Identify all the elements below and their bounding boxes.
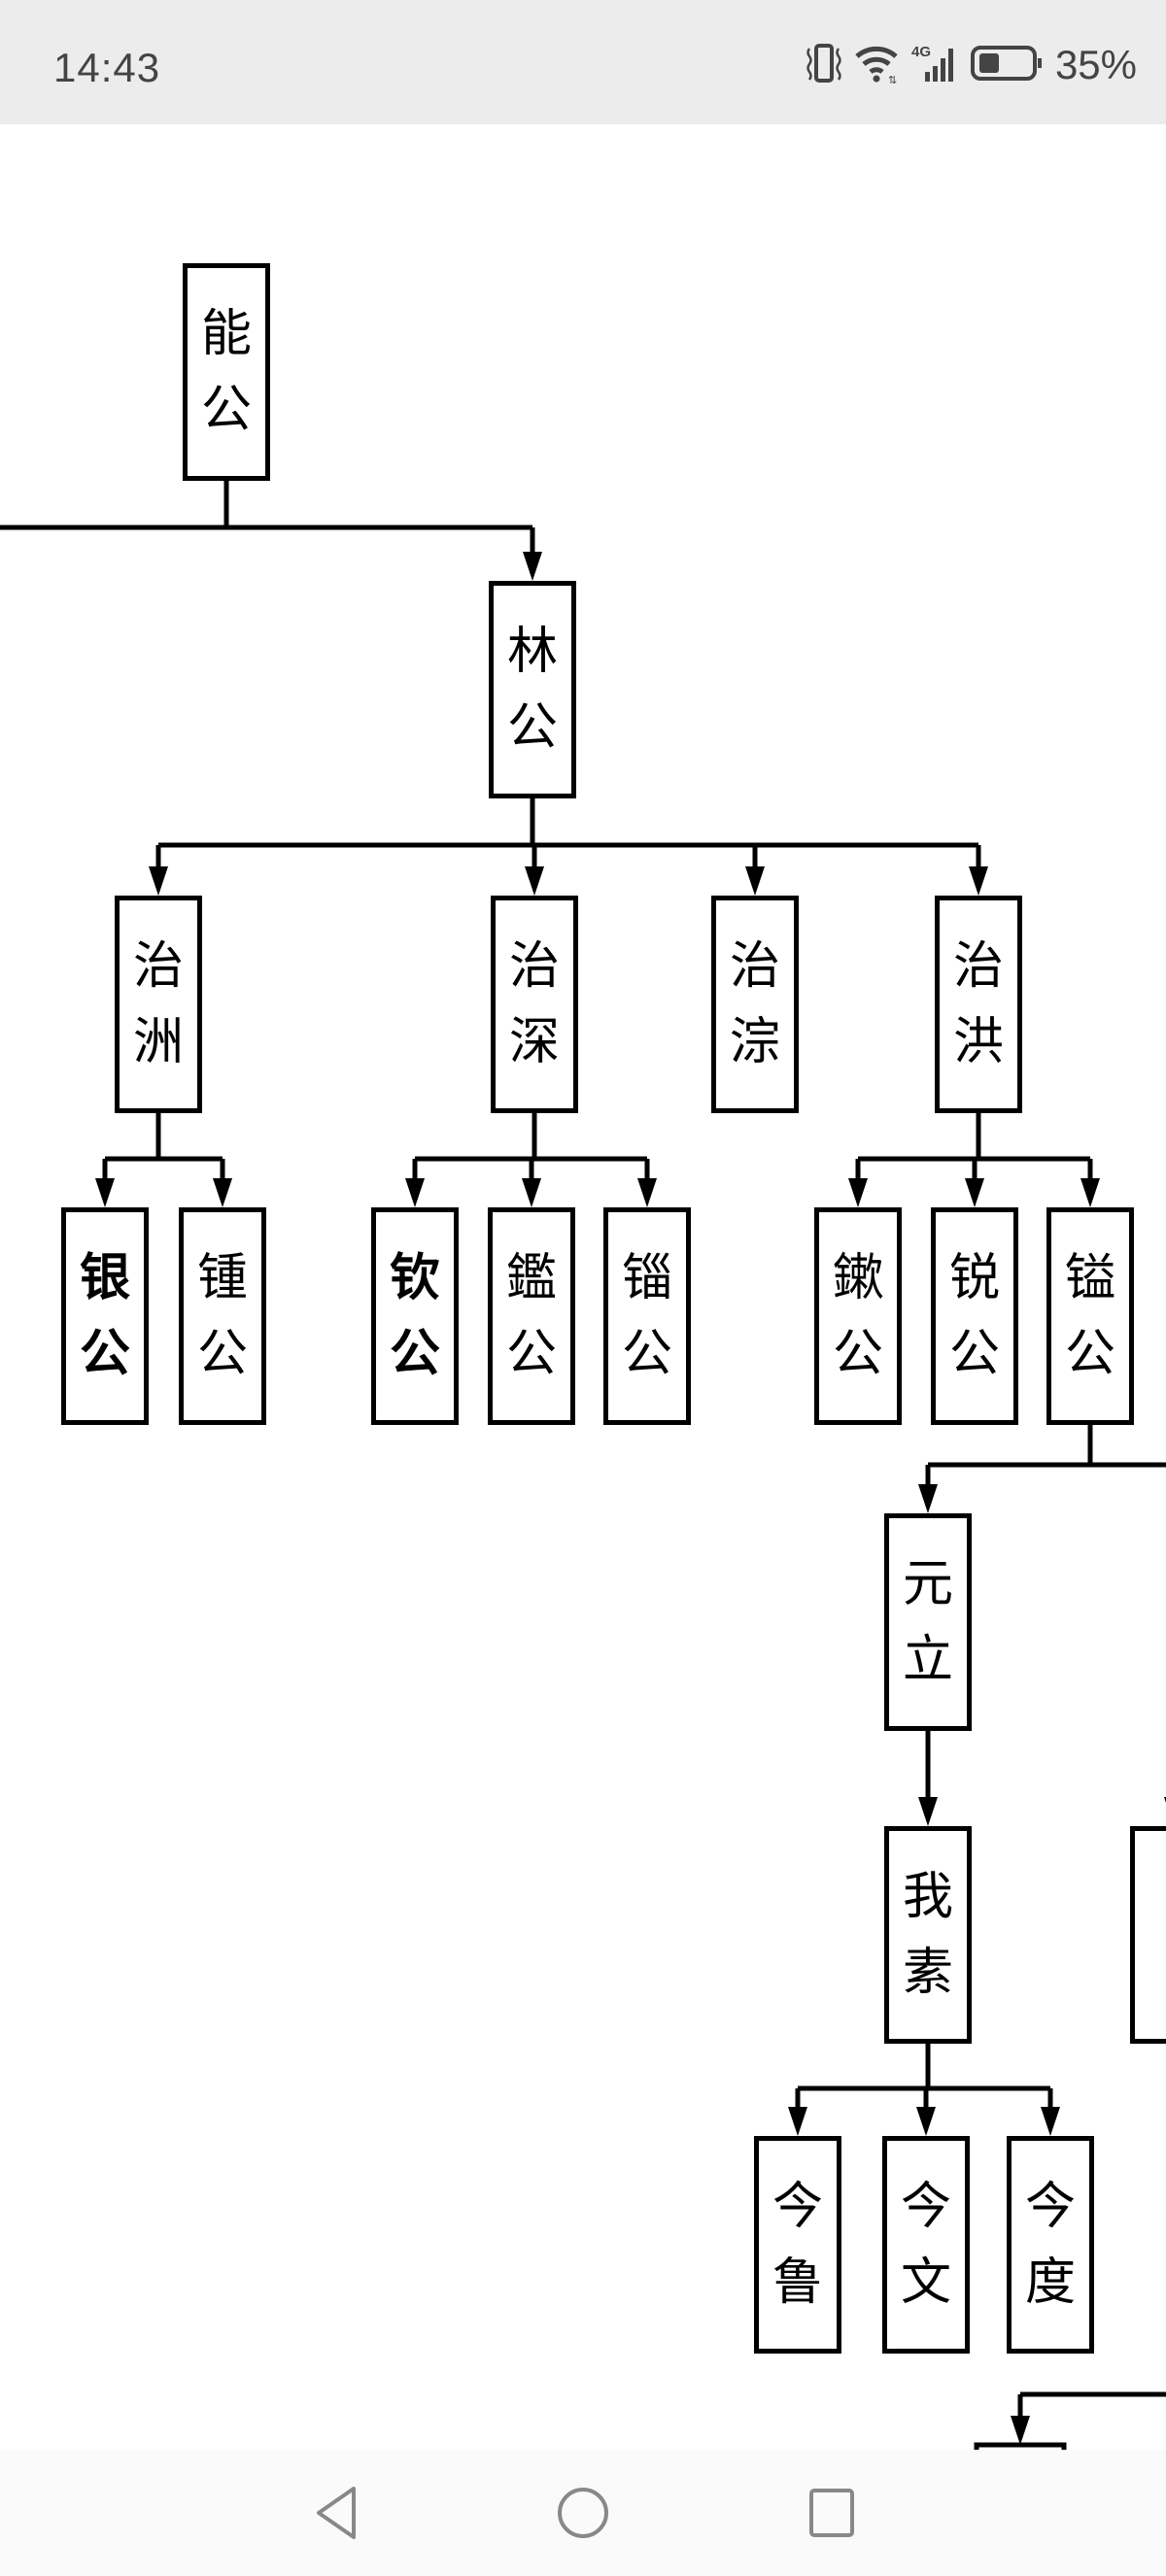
arrowhead xyxy=(213,1178,232,1207)
arrowhead xyxy=(918,1484,938,1513)
arrowhead xyxy=(918,1797,938,1826)
node-char: 能 xyxy=(200,305,252,363)
node-char: 度 xyxy=(1024,2254,1076,2312)
arrowhead xyxy=(1011,2416,1030,2445)
tree-node-jinlu[interactable]: 今鲁 xyxy=(754,2136,841,2354)
node-char: 鲁 xyxy=(772,2254,823,2312)
node-char: 钦 xyxy=(389,1249,440,1307)
svg-text:⇅: ⇅ xyxy=(888,75,897,84)
node-char: 鑑 xyxy=(505,1249,557,1307)
node-char: 公 xyxy=(506,698,558,757)
tree-node-zhizhou[interactable]: 治洲 xyxy=(115,896,202,1113)
tree-node-yuanli[interactable]: 元立 xyxy=(884,1513,972,1731)
node-char: 公 xyxy=(505,1325,557,1383)
battery-icon xyxy=(970,43,1046,87)
node-char: 淙 xyxy=(729,1013,780,1071)
node-char: 银 xyxy=(79,1249,130,1307)
tree-node-zhicong[interactable]: 治淙 xyxy=(711,896,799,1113)
arrowhead xyxy=(637,1178,657,1207)
node-char: 公 xyxy=(621,1325,672,1383)
tree-edges xyxy=(0,481,1166,2450)
node-char: 锱 xyxy=(621,1249,672,1307)
arrowhead xyxy=(916,2107,936,2136)
tree-node-sou[interactable]: 鏉公 xyxy=(814,1207,902,1425)
arrowhead xyxy=(149,866,168,896)
tree-node-zi[interactable]: 锱公 xyxy=(603,1207,691,1425)
battery-percent: 35% xyxy=(1054,42,1137,87)
node-char: 今 xyxy=(1024,2178,1076,2236)
tree-node-zhui[interactable]: 锺公 xyxy=(179,1207,266,1425)
node-char: 公 xyxy=(196,1325,248,1383)
cellular-signal-icon: 4G xyxy=(911,43,960,87)
home-button[interactable] xyxy=(549,2479,617,2547)
status-time: 14:43 xyxy=(53,45,161,90)
node-char: 洪 xyxy=(952,1013,1004,1071)
arrowhead xyxy=(522,1178,541,1207)
node-char: 公 xyxy=(79,1325,130,1383)
recents-square-icon xyxy=(809,2489,854,2537)
navigation-bar xyxy=(0,2450,1166,2576)
node-char: 镒 xyxy=(1064,1249,1115,1307)
node-char: 治 xyxy=(132,937,184,996)
network-type: 4G xyxy=(911,44,931,60)
node-char: 锐 xyxy=(948,1249,1000,1307)
recents-button[interactable] xyxy=(797,2479,865,2547)
tree-node-lin[interactable]: 林公 xyxy=(489,581,576,798)
node-char: 元 xyxy=(902,1555,953,1613)
arrowhead xyxy=(965,1178,984,1207)
tree-node-zhihong[interactable]: 治洪 xyxy=(935,896,1022,1113)
node-char: 公 xyxy=(1064,1325,1115,1383)
tree-node-yin[interactable]: 银公 xyxy=(61,1207,149,1425)
arrowhead xyxy=(848,1178,868,1207)
node-char: 锺 xyxy=(196,1249,248,1307)
status-bar: 14:43 ⇅ 4G 35% xyxy=(0,0,1166,124)
wifi-icon: ⇅ xyxy=(853,43,902,87)
node-char: 今 xyxy=(900,2178,951,2236)
back-button[interactable] xyxy=(301,2479,369,2547)
node-char: 素 xyxy=(902,1944,953,2002)
arrowhead xyxy=(969,866,988,896)
tree-node-wo_partial[interactable]: 我泳 xyxy=(1130,1826,1166,2044)
node-char: 洲 xyxy=(132,1013,184,1071)
arrowhead xyxy=(788,2107,807,2136)
arrowhead xyxy=(525,866,544,896)
node-char: 立 xyxy=(902,1631,953,1689)
node-char: 治 xyxy=(729,937,780,996)
arrowhead xyxy=(1041,2107,1060,2136)
node-char: 公 xyxy=(200,381,252,439)
tree-node-zhishen[interactable]: 治深 xyxy=(491,896,578,1113)
node-char: 鏉 xyxy=(832,1249,883,1307)
node-char: 治 xyxy=(508,937,560,996)
family-tree-canvas[interactable]: 能公林公治洲治深治淙治洪银公锺公钦公鑑公锱公鏉公锐公镒公元立我素我泳今鲁今文今度 xyxy=(0,124,1166,2450)
node-char: 深 xyxy=(508,1013,560,1071)
node-char: 我 xyxy=(902,1868,953,1926)
node-char: 文 xyxy=(900,2254,951,2312)
tree-node-yi[interactable]: 镒公 xyxy=(1046,1207,1134,1425)
node-char: 今 xyxy=(772,2178,823,2236)
tree-node-neng[interactable]: 能公 xyxy=(183,263,270,481)
arrowhead xyxy=(95,1178,115,1207)
tree-node-jindu[interactable]: 今度 xyxy=(1007,2136,1094,2354)
tree-node-wosu[interactable]: 我素 xyxy=(884,1826,972,2044)
arrowhead xyxy=(745,866,765,896)
node-char: 公 xyxy=(948,1325,1000,1383)
arrowhead xyxy=(405,1178,425,1207)
home-circle-icon xyxy=(558,2488,608,2538)
node-char: 公 xyxy=(389,1325,440,1383)
vibrate-icon xyxy=(805,43,843,87)
tree-node-rui[interactable]: 锐公 xyxy=(931,1207,1018,1425)
tree-node-jian[interactable]: 鑑公 xyxy=(488,1207,575,1425)
node-char: 林 xyxy=(506,623,558,681)
back-triangle-icon xyxy=(317,2487,356,2539)
node-char: 治 xyxy=(952,937,1004,996)
status-icons: ⇅ 4G 35% xyxy=(805,42,1137,87)
tree-node-qin[interactable]: 钦公 xyxy=(371,1207,459,1425)
arrowhead xyxy=(523,552,542,581)
arrowhead xyxy=(1080,1178,1100,1207)
tree-node-jinwen[interactable]: 今文 xyxy=(882,2136,970,2354)
node-char: 公 xyxy=(832,1325,883,1383)
